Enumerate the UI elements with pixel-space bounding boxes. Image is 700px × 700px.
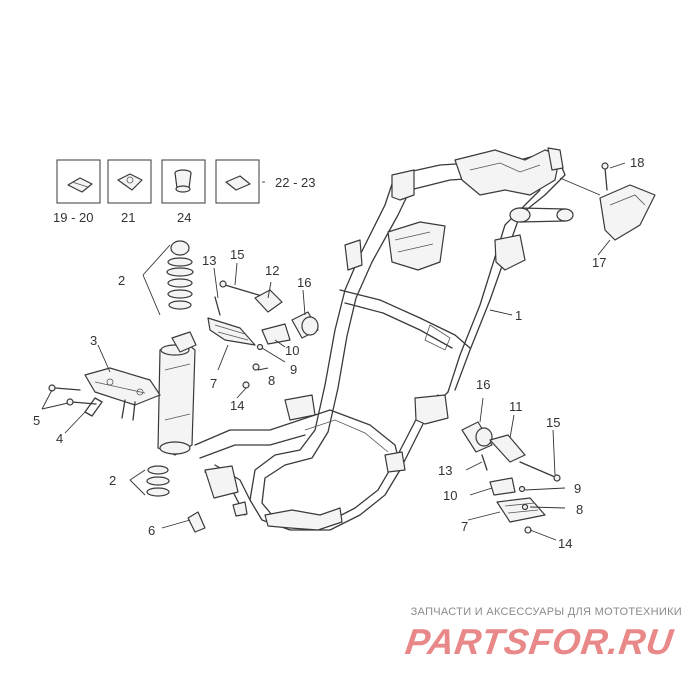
bearing-stack-lower	[146, 465, 170, 497]
main-frame	[194, 147, 574, 531]
kit-box-24	[161, 159, 206, 204]
callout-6: 6	[148, 523, 155, 538]
callout-16-right: 16	[476, 377, 490, 392]
kit-box-22-23	[215, 159, 260, 204]
callout-14-right: 14	[558, 536, 572, 551]
callout-10-left: 10	[285, 343, 299, 358]
callout-16-left: 16	[297, 275, 311, 290]
head-tube	[157, 331, 197, 456]
callout-24: 24	[177, 210, 191, 225]
callout-15-left: 15	[230, 247, 244, 262]
callout-8-right: 8	[576, 502, 583, 517]
right-footrest-group	[461, 421, 561, 534]
callout-labels: 1 2 2 3 4 5 6 7 7 8 8 9 9 10 10 11 12 13…	[33, 155, 644, 551]
bolt-5	[48, 384, 97, 406]
part-6	[187, 511, 206, 533]
callout-12: 12	[265, 263, 279, 278]
bolt-18-head	[601, 162, 609, 170]
kit-box-19-20	[56, 159, 101, 204]
callout-11: 11	[509, 399, 523, 414]
watermark-logo: PARTSFOR.RU	[403, 621, 676, 662]
watermark-logo-text: PARTSFOR.RU	[403, 621, 676, 662]
callout-4: 4	[56, 431, 63, 446]
leader-lines	[41, 162, 626, 541]
callout-17: 17	[592, 255, 606, 270]
callout-9-left: 9	[290, 362, 297, 377]
callout-2-upper: 2	[118, 273, 125, 288]
callout-5: 5	[33, 413, 40, 428]
callout-10-right: 10	[443, 488, 457, 503]
callout-7-right: 7	[461, 519, 468, 534]
callout-7-left: 7	[210, 376, 217, 391]
bearing-stack-upper	[166, 240, 194, 310]
callout-3: 3	[90, 333, 97, 348]
callout-8-left: 8	[268, 373, 275, 388]
callout-22-23: 22 - 23	[275, 175, 315, 190]
callout-2-lower: 2	[109, 473, 116, 488]
callout-13-left: 13	[202, 253, 216, 268]
callout-15-right: 15	[546, 415, 560, 430]
left-footrest-group	[207, 280, 319, 389]
callout-18: 18	[630, 155, 644, 170]
callout-14-left: 14	[230, 398, 244, 413]
clip-4	[84, 397, 103, 417]
watermark-subtitle: ЗАПЧАСТИ И АКСЕССУАРЫ ДЛЯ МОТОТЕХНИКИ	[410, 606, 682, 618]
front-bracket	[84, 367, 161, 421]
callout-13-right: 13	[438, 463, 452, 478]
callout-19-20: 19 - 20	[53, 210, 93, 225]
callout-21: 21	[121, 210, 135, 225]
callout-1: 1	[515, 308, 522, 323]
bolt-18	[604, 167, 608, 191]
part-17-cover	[599, 184, 656, 241]
kit-box-21	[107, 159, 152, 204]
callout-9-right: 9	[574, 481, 581, 496]
